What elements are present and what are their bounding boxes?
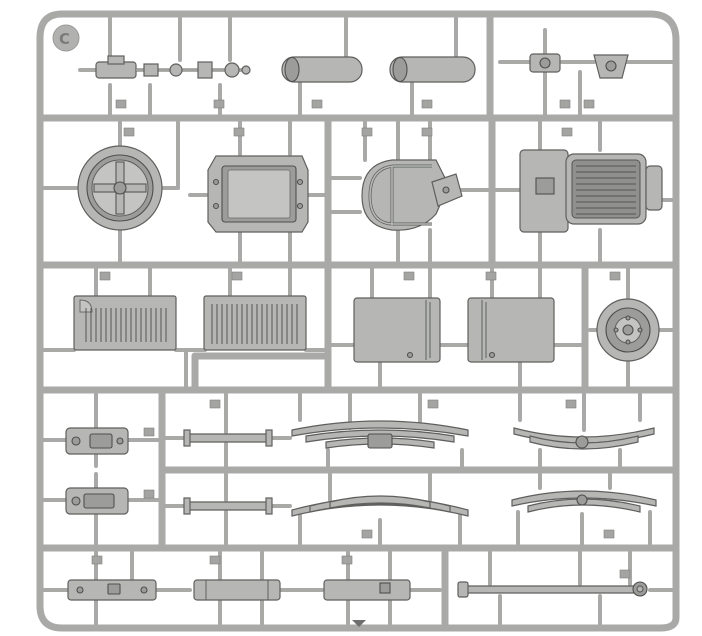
part-cab-frame xyxy=(188,118,326,264)
part-engine-side-panel-left xyxy=(42,266,207,388)
part-radiator xyxy=(494,118,674,264)
part-leaf-spring-lower-short xyxy=(511,472,657,546)
part-battery-box-left xyxy=(330,266,470,388)
part-bumper-bar-center xyxy=(193,550,324,626)
part-axle-bracket-frame xyxy=(330,118,490,264)
runner-frame xyxy=(36,10,680,632)
part-bumper-bar-right xyxy=(323,550,442,627)
part-bumper-bar-left xyxy=(42,550,192,626)
part-leaf-spring-lower-long xyxy=(291,472,469,546)
part-tie-rod-lower xyxy=(164,472,292,546)
part-leaf-spring-upper-long xyxy=(291,392,469,468)
part-headlight-housing-upper xyxy=(42,392,160,468)
sprue-letter-tab: C xyxy=(52,24,80,52)
part-battery-box-right xyxy=(467,266,584,388)
sprue-letter: C xyxy=(59,30,70,48)
part-muffler-right xyxy=(389,16,476,118)
part-mount-bracket xyxy=(559,54,674,118)
part-engine-side-panel-right xyxy=(203,266,326,352)
part-tie-rod-upper xyxy=(164,392,292,468)
part-spare-wheel xyxy=(588,266,674,388)
part-leaf-spring-upper-short xyxy=(513,392,655,468)
part-muffler-left xyxy=(281,16,363,118)
part-wheel-hub-ring xyxy=(42,118,180,264)
part-fuel-pump-assembly xyxy=(78,16,251,118)
part-drive-shaft xyxy=(457,550,674,626)
part-valve-fitting xyxy=(498,28,594,118)
part-headlight-housing-lower xyxy=(42,472,160,546)
